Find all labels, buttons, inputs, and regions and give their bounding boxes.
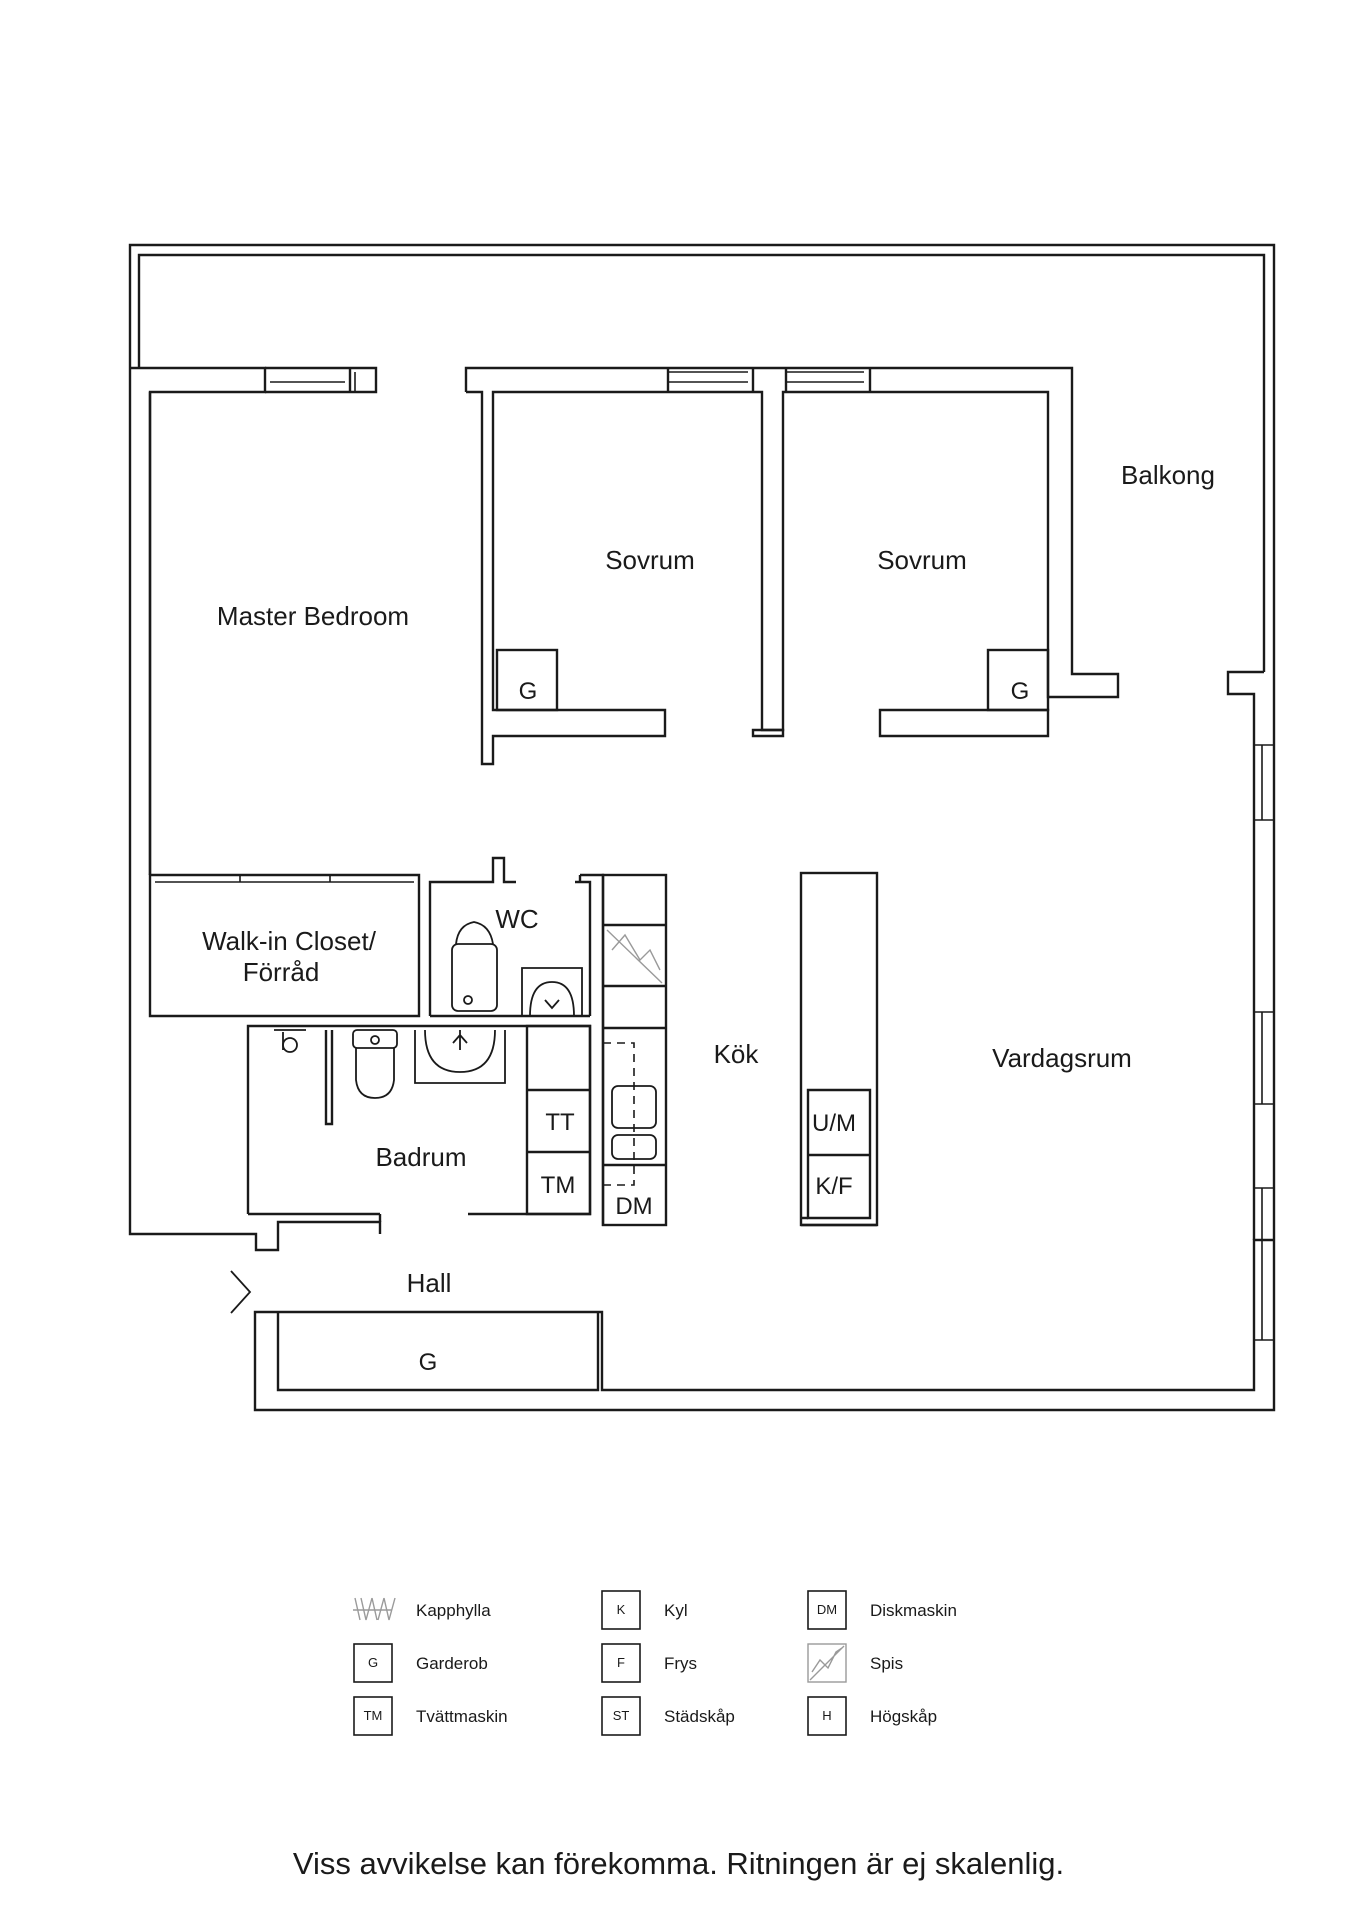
legend-box-kyl — [601, 1590, 641, 1630]
room-label-walk-in-line1: Walk-in Closet/ — [202, 926, 377, 956]
legend-code-tvattmaskin: TM — [364, 1708, 383, 1723]
legend-box-diskmaskin — [807, 1590, 847, 1630]
room-label-sovrum-2: Sovrum — [877, 545, 967, 575]
spis-icon — [807, 1643, 847, 1683]
fixture-code-kf: K/F — [815, 1173, 852, 1200]
legend-box-stadskap — [601, 1696, 641, 1736]
legend-label-frys: Frys — [664, 1654, 697, 1673]
legend-label-tvattmaskin: Tvättmaskin — [416, 1707, 508, 1726]
room-label-balkong: Balkong — [1121, 460, 1215, 490]
room-label-walk-in-line2: Förråd — [243, 957, 320, 987]
master-window — [265, 366, 378, 394]
legend-code-frys: F — [617, 1655, 625, 1670]
legend-code-garderob: G — [368, 1655, 378, 1670]
fixture-code-dm: DM — [615, 1193, 652, 1220]
fixture-code-g-sovrum-2: G — [1011, 678, 1030, 705]
room-label-wc: WC — [495, 904, 538, 934]
fixture-code-g-hall: G — [419, 1349, 438, 1376]
legend-label-stadskap: Städskåp — [664, 1707, 735, 1726]
room-label-hall: Hall — [407, 1268, 452, 1298]
legend-code-kyl: K — [617, 1602, 626, 1617]
room-label-badrum: Badrum — [375, 1142, 466, 1172]
legend-label-hogskap: Högskåp — [870, 1707, 937, 1726]
legend-label-kapphylla: Kapphylla — [416, 1601, 491, 1620]
fixture-code-tm: TM — [541, 1172, 576, 1199]
legend-label-diskmaskin: Diskmaskin — [870, 1601, 957, 1620]
bathroom — [246, 1024, 592, 1222]
legend-label-spis: Spis — [870, 1654, 903, 1673]
legend-box-hogskap — [807, 1696, 847, 1736]
bedroom-wardrobes — [495, 648, 1050, 712]
legend-code-hogskap: H — [822, 1708, 831, 1723]
legend-label-kyl: Kyl — [664, 1601, 688, 1620]
fixture-code-g-sovrum-1: G — [519, 678, 538, 705]
legend: Kapphylla G Garderob TM Tvättmaskin K Ky… — [353, 1590, 957, 1736]
legend-box-frys — [601, 1643, 641, 1683]
legend-code-diskmaskin: DM — [817, 1602, 837, 1617]
kitchen — [578, 871, 879, 1227]
living-right-wall — [1226, 670, 1274, 1341]
wc-room — [428, 856, 592, 1018]
fixture-code-tt: TT — [545, 1109, 575, 1136]
legend-label-garderob: Garderob — [416, 1654, 488, 1673]
room-label-vardagsrum: Vardagsrum — [992, 1043, 1132, 1073]
room-label-master-bedroom: Master Bedroom — [217, 601, 409, 631]
hall — [230, 1270, 252, 1314]
outer-walls — [128, 243, 1276, 1412]
legend-code-stadskap: ST — [613, 1708, 630, 1723]
kapphylla-icon — [353, 1597, 396, 1621]
walk-in-closet — [148, 873, 421, 1018]
room-label-kok: Kök — [714, 1039, 760, 1069]
legend-box-tvattmaskin — [353, 1696, 393, 1736]
legend-box-garderob — [353, 1643, 393, 1683]
room-label-sovrum-1: Sovrum — [605, 545, 695, 575]
disclaimer: Viss avvikelse kan förekomma. Ritningen … — [292, 1846, 1065, 1881]
fixture-code-um: U/M — [812, 1110, 856, 1137]
